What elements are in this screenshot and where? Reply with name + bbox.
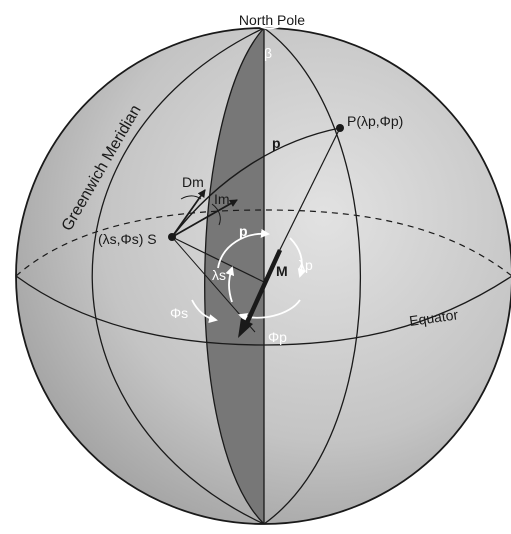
inner-angle-arcs — [191, 16, 307, 324]
declination-label: Dm — [182, 174, 204, 190]
inclination-arrow — [171, 199, 238, 238]
equator-label: Equator — [408, 306, 459, 329]
lambda-s-label: λs — [212, 267, 226, 283]
lambda-p-label: λp — [298, 257, 313, 273]
beta-label: β — [264, 45, 272, 61]
pole-point-label: P(λp,Φp) — [347, 113, 403, 129]
center-label: M — [276, 263, 288, 279]
inclination-angle-arc — [211, 203, 221, 226]
p-inner-label: p — [239, 223, 248, 239]
phi-s-label: Φs — [170, 305, 188, 321]
p-arc-label: p — [272, 135, 281, 151]
great-circle-arc-sp — [171, 127, 341, 238]
dipole-arrow — [243, 249, 283, 326]
pole-point-marker — [336, 124, 344, 132]
line-m-to-s — [171, 236, 265, 283]
dipole-arrow-head — [238, 318, 253, 338]
equator-back — [16, 209, 511, 277]
meridians — [91, 28, 362, 524]
site-point-label: (λs,Φs) S — [98, 231, 157, 247]
declination-angle-arc — [180, 195, 202, 200]
equator-front — [16, 275, 511, 346]
greenwich-lune — [204, 28, 264, 524]
inclination-label: Im — [214, 191, 230, 207]
phi-p-label: Φp — [268, 329, 287, 345]
north-pole-label: North Pole — [239, 12, 305, 28]
